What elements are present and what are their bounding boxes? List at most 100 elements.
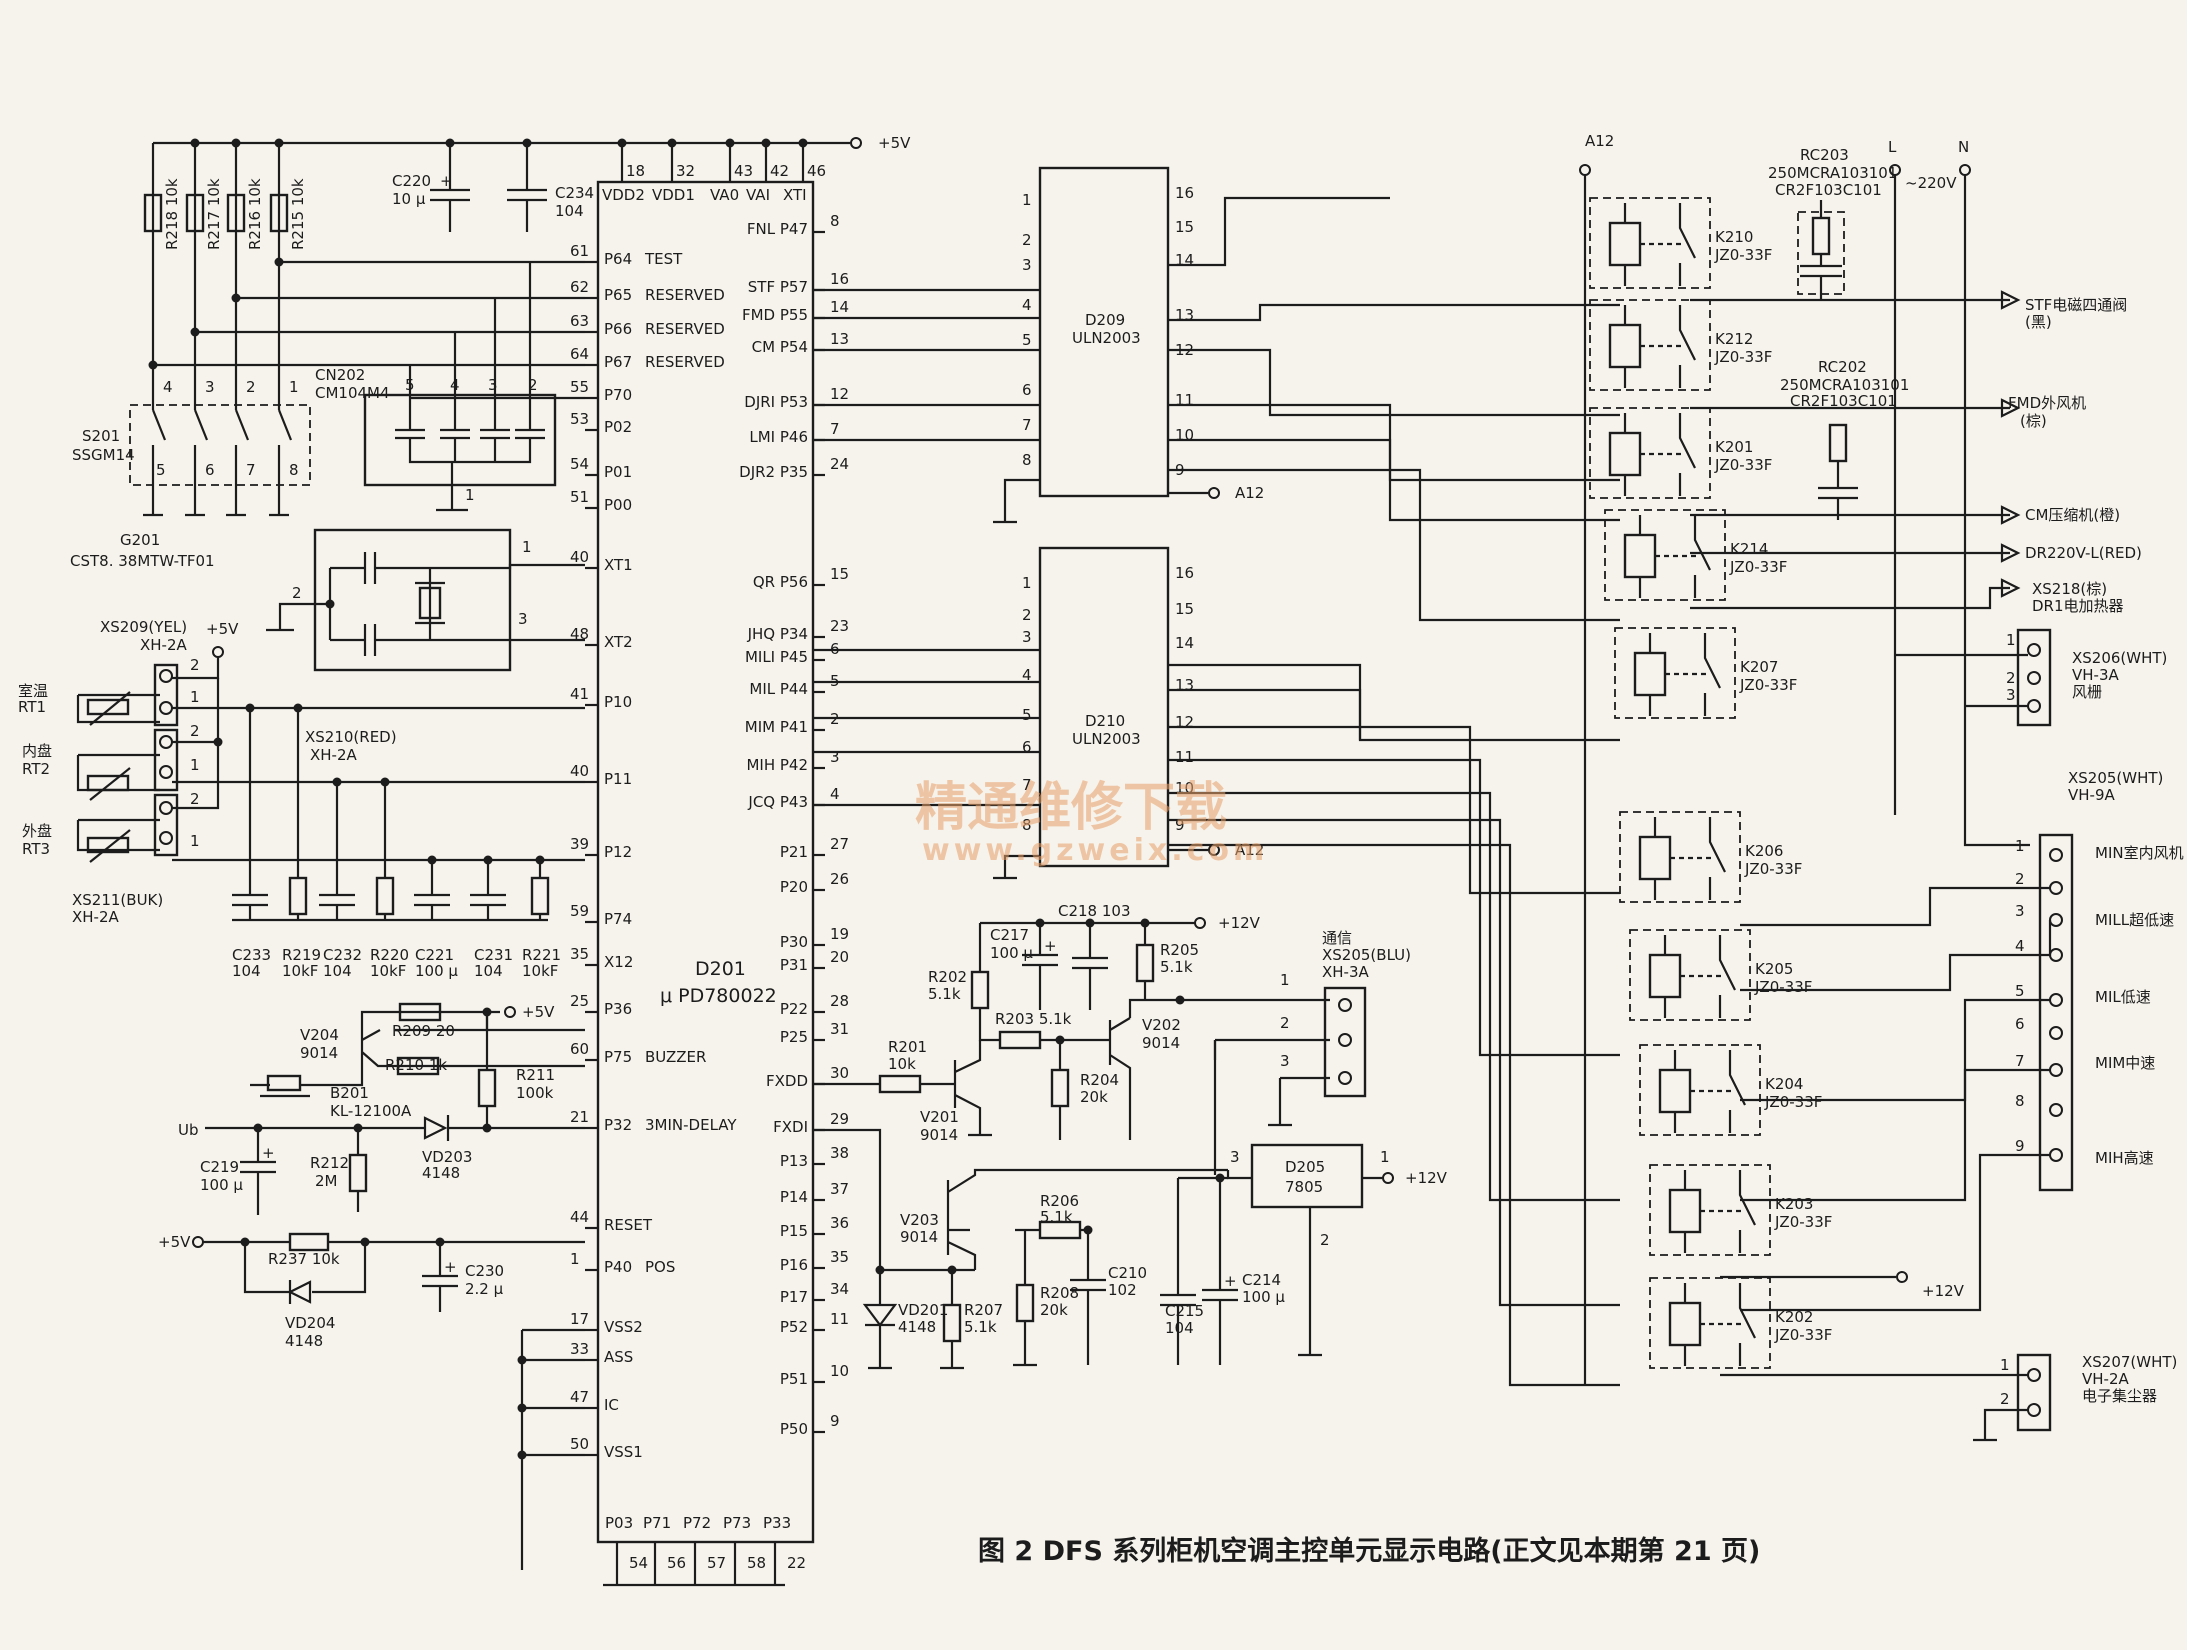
mcu-left-pin-func: RESERVED xyxy=(645,286,725,304)
svg-text:2: 2 xyxy=(190,790,200,808)
c221-value: 100 μ xyxy=(415,962,458,980)
xs205-label-3: MIL低速 xyxy=(2095,988,2151,1006)
r215-label: R215 10k xyxy=(289,178,307,250)
mcu-left-pin-name: P10 xyxy=(604,693,632,711)
watermark-url: www.gzweix.com xyxy=(922,833,1268,868)
xs205-pin xyxy=(2049,948,2063,962)
mcu-top-pin-num: 42 xyxy=(770,162,789,180)
relay-part: JZ0-33F xyxy=(1764,1093,1822,1111)
relay-ref: K207 xyxy=(1740,658,1778,676)
s201-label: S201 xyxy=(82,427,120,445)
mcu-left-pin-num: 48 xyxy=(570,625,589,643)
mcu-right-pin-num: 35 xyxy=(830,1248,849,1266)
mcu-left-pin-num: 17 xyxy=(570,1310,589,1328)
mcu-left-pin-name: P01 xyxy=(604,463,632,481)
xs206-ref: XS206(WHT) xyxy=(2072,649,2167,667)
mcu-right-pin-name: STF P57 xyxy=(748,278,808,296)
comm-type: XH-3A xyxy=(1322,963,1370,981)
buzzer-5v-label: +5V xyxy=(522,1003,555,1021)
relay-ref: K202 xyxy=(1775,1308,1813,1326)
xs205-pin xyxy=(2049,1103,2063,1117)
c217-label: C217 xyxy=(990,926,1029,944)
xs205-pin-num: 8 xyxy=(2015,1092,2025,1110)
mcu-right-pin-name: CM P54 xyxy=(752,338,808,356)
vd203-label: VD203 xyxy=(422,1148,472,1166)
mcu-right-pin-name: P14 xyxy=(780,1188,808,1206)
r216-label: R216 10k xyxy=(246,178,264,250)
mcu-left-pin-name: RESET xyxy=(604,1216,653,1234)
xs205-pin xyxy=(2049,1063,2063,1077)
relay-ref: K212 xyxy=(1715,330,1753,348)
driver-d209: D209 ULN2003 xyxy=(1038,166,1170,498)
mcu-right-pin-num: 24 xyxy=(830,455,849,473)
c219-value: 100 μ xyxy=(200,1176,243,1194)
mcu-left-pin-num: 40 xyxy=(570,548,589,566)
driver-out-pin: 14 xyxy=(1175,251,1194,269)
driver-in-pin: 3 xyxy=(1022,628,1032,646)
xs206-pin3: 3 xyxy=(2006,686,2016,704)
driver-in-pin: 7 xyxy=(1022,776,1032,794)
v201-value: 9014 xyxy=(920,1126,958,1144)
mcu-right-pin-name: P17 xyxy=(780,1288,808,1306)
mcu-right-pin-num: 28 xyxy=(830,992,849,1010)
r217-label: R217 10k xyxy=(205,178,223,250)
g201-part: CST8. 38MTW-TF01 xyxy=(70,552,215,570)
mcu-left-pin-num: 63 xyxy=(570,312,589,330)
driver-in-pin: 6 xyxy=(1022,738,1032,756)
mcu-right-pin-name: P51 xyxy=(780,1370,808,1388)
mcu-right-pin-name: P25 xyxy=(780,1028,808,1046)
mcu-right-pin-name: MILI P45 xyxy=(745,648,808,666)
mcu-left-pin-name: P12 xyxy=(604,843,632,861)
xs209-type: XH-2A xyxy=(140,636,188,654)
g201-resonator: G201 CST8. 38MTW-TF01 2 1 3 xyxy=(70,528,585,672)
snubber-rc202: RC202 250MCRA103101 CR2F103C101 xyxy=(1780,358,1909,520)
mcu-left-pin-name: X12 xyxy=(604,953,633,971)
line-label: L xyxy=(1888,138,1897,156)
mcu-bottom-pin-name: P33 xyxy=(763,1514,791,1532)
svg-text:1: 1 xyxy=(190,688,200,706)
mcu-left-pin-name: P64 xyxy=(604,250,632,268)
r202-value: 5.1k xyxy=(928,985,961,1003)
xs205-pin xyxy=(2049,848,2063,862)
sensor2-ref: RT2 xyxy=(22,760,50,778)
comm-circuit: +12V C218 103 + C217 100 μ R205 5.1k R20… xyxy=(813,902,1448,1370)
driver-out-pin: 10 xyxy=(1175,426,1194,444)
mcu-bottom-pin-num: 56 xyxy=(667,1554,686,1572)
v203-value: 9014 xyxy=(900,1228,938,1246)
mcu-left-pin-name: VSS2 xyxy=(604,1318,643,1336)
mcu-right-pin-name: QR P56 xyxy=(753,573,808,591)
driver-in-pin: 3 xyxy=(1022,256,1032,274)
cn202-part: CM104M4 xyxy=(315,384,390,402)
driver-in-pin: 1 xyxy=(1022,191,1032,209)
c215-value: 104 xyxy=(1165,1319,1194,1337)
xs205-label-5: MIH高速 xyxy=(2095,1149,2154,1167)
mcu-left-pin-num: 55 xyxy=(570,378,589,396)
xs207-pin2: 2 xyxy=(2000,1390,2010,1408)
out3-text: CM压缩机(橙) xyxy=(2025,506,2120,524)
c220-label: C220 xyxy=(392,172,431,190)
sensor3-name: 外盘 xyxy=(22,822,52,840)
r212-label: R212 xyxy=(310,1154,349,1172)
xs206-pin2: 2 xyxy=(2006,669,2016,687)
comm-pin2: 2 xyxy=(1280,1014,1290,1032)
r237-label: R237 10k xyxy=(268,1250,340,1268)
mcu-right-pin-num: 20 xyxy=(830,948,849,966)
mcu-left-pin-name: IC xyxy=(604,1396,619,1414)
relay-ref: K205 xyxy=(1755,960,1793,978)
mcu-top-pin-num: 32 xyxy=(676,162,695,180)
d210-part: ULN2003 xyxy=(1072,730,1141,748)
mcu-bottom-pin-num: 58 xyxy=(747,1554,766,1572)
svg-text:+: + xyxy=(1224,1272,1237,1290)
b201-label: B201 xyxy=(330,1084,369,1102)
c220-value: 10 μ xyxy=(392,190,426,208)
d205-pin2: 2 xyxy=(1320,1231,1330,1249)
relay-part: JZ0-33F xyxy=(1744,860,1802,878)
c234-value: 104 xyxy=(555,202,584,220)
driver-in-pin: 8 xyxy=(1022,451,1032,469)
mcu-left-pin-num: 54 xyxy=(570,455,589,473)
